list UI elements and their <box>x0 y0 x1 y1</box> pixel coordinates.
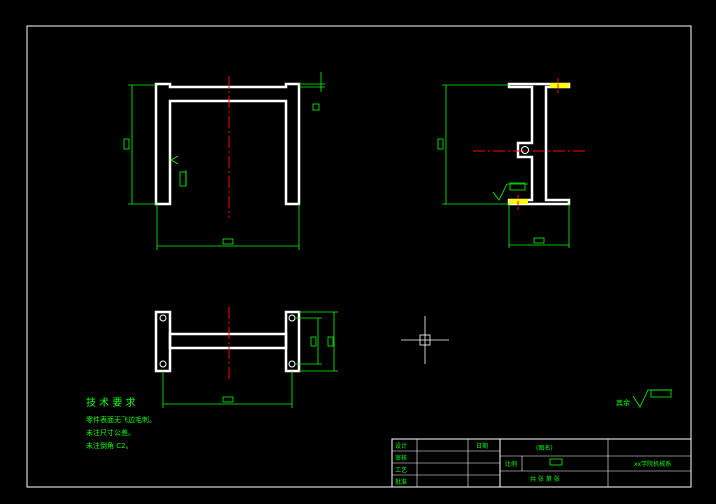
top-hole-4 <box>288 360 296 368</box>
technical-requirements: 技 术 要 求 零件表面无飞边毛刺。 未注尺寸公差。 未注倒角 C2。 <box>86 396 156 450</box>
tb-scale-value <box>549 458 563 466</box>
side-highlight-top <box>550 83 569 88</box>
top-depth-dim-text-inner <box>310 336 317 347</box>
tb-cell-sheets: 共 张 第 张 <box>530 475 560 483</box>
title-block: 设计 审核 工艺 批准 日期 (图名) 比例 共 张 第 张 xx学院机械系 <box>391 438 692 488</box>
top-hole-3 <box>288 314 296 322</box>
top-hole-2 <box>159 360 167 368</box>
roughness-symbol-front <box>170 155 179 165</box>
notes-line-3: 未注倒角 C2。 <box>86 441 133 450</box>
top-view <box>154 307 338 408</box>
tb-cell-approve: 批准 <box>395 478 407 486</box>
general-roughness: 其余 <box>616 389 672 408</box>
notes-title: 技 术 要 求 <box>86 396 136 409</box>
front-width-dim-text <box>222 238 234 245</box>
top-depth-dim-text-outer <box>327 336 334 347</box>
tb-cell-process: 工艺 <box>395 466 407 474</box>
roughness-label: 其余 <box>616 398 630 407</box>
sheet-border <box>26 25 692 488</box>
roughness-symbol-side <box>492 183 528 201</box>
front-height-dim-text <box>123 138 130 150</box>
notes-line-1: 零件表面无飞边毛刺。 <box>86 415 156 424</box>
front-view <box>123 72 325 250</box>
crosshair-cursor <box>401 316 449 364</box>
notes-line-2: 未注尺寸公差。 <box>86 428 135 437</box>
tb-cell-review: 审核 <box>395 454 407 462</box>
side-view <box>437 78 588 248</box>
side-height-dim-text <box>437 138 444 150</box>
tb-cell-date: 日期 <box>476 442 488 450</box>
roughness-symbol-general <box>632 389 672 408</box>
side-view-outline <box>507 82 571 206</box>
front-view-outline <box>154 82 301 206</box>
top-beam <box>168 332 288 350</box>
side-width-dim-text <box>533 237 545 244</box>
tb-company: xx学院机械系 <box>634 460 671 468</box>
roughness-value-front <box>179 171 187 187</box>
tb-cell-scale: 比例 <box>505 460 517 468</box>
tb-cell-design: 设计 <box>395 442 407 450</box>
roughness-value-general <box>650 389 672 398</box>
tb-drawing-name: (图名) <box>536 444 553 452</box>
top-hole-1 <box>159 314 167 322</box>
top-width-dim-text <box>222 396 234 403</box>
front-thickness-dim-text <box>312 103 320 111</box>
roughness-value-side <box>509 182 526 191</box>
side-hole <box>521 146 529 154</box>
